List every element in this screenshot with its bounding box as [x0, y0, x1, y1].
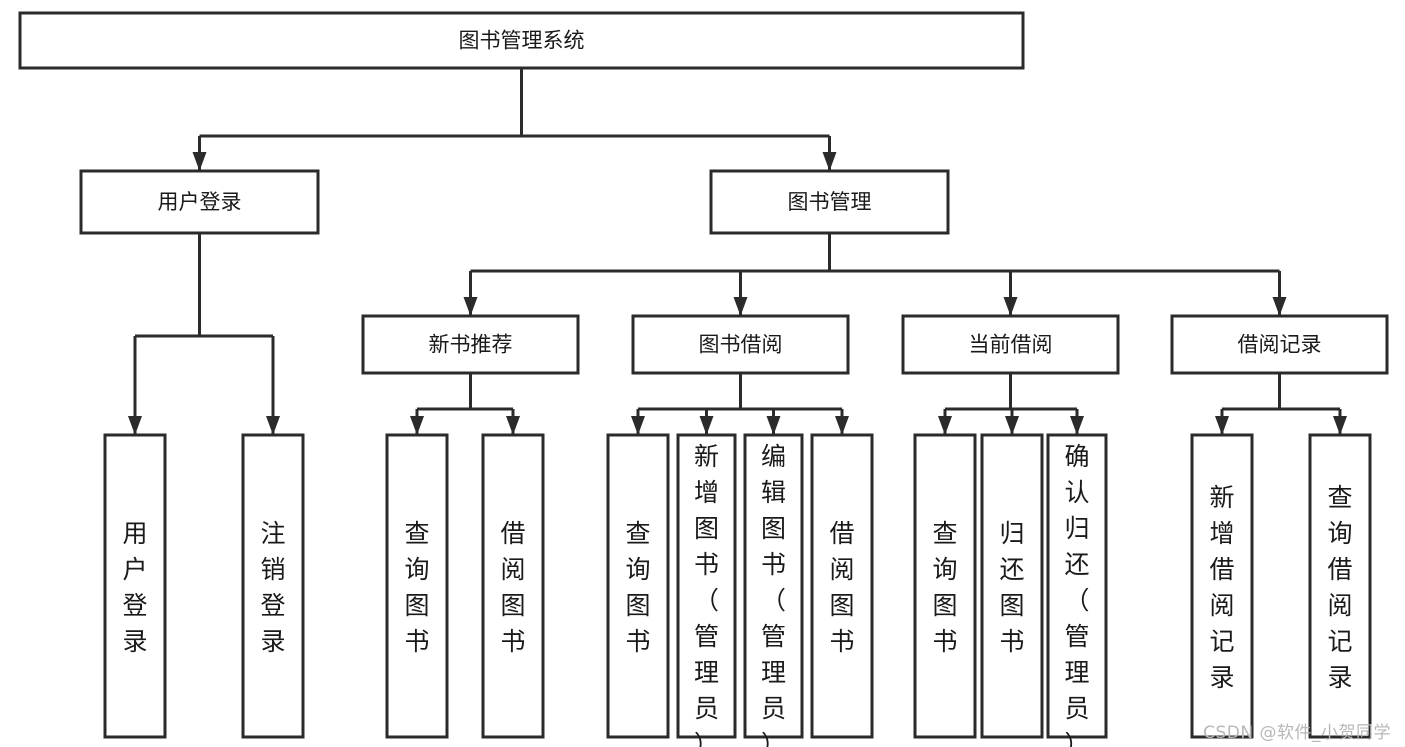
node-l_user_login[interactable]: 用户登录: [103, 433, 167, 739]
node-label-l_borrow_book_2: 借阅图书: [829, 519, 854, 656]
node-l_return_book[interactable]: 归还图书: [980, 433, 1044, 739]
node-box-n_borrow[interactable]: [631, 314, 850, 375]
node-box-l_add_book[interactable]: [676, 433, 737, 739]
node-box-l_query_book_3[interactable]: [913, 433, 977, 739]
node-box-l_confirm_return[interactable]: [1046, 433, 1108, 739]
connector-c_book_mgmt: [463, 233, 1287, 316]
node-n_current[interactable]: 当前借阅: [901, 314, 1120, 375]
node-label-n_records: 借阅记录: [1238, 333, 1322, 357]
node-box-n_current[interactable]: [901, 314, 1120, 375]
node-box-n_book_mgmt[interactable]: [709, 169, 950, 235]
node-l_query_book_2[interactable]: 查询图书: [606, 433, 670, 739]
connector-c_user_login: [128, 233, 280, 435]
node-l_borrow_book_2[interactable]: 借阅图书: [810, 433, 874, 739]
node-box-l_return_book[interactable]: [980, 433, 1044, 739]
node-label-l_edit_book: 编辑图书（管理员）: [761, 442, 786, 747]
nodes-layer: 图书管理系统用户登录图书管理新书推荐图书借阅当前借阅借阅记录用户登录注销登录查询…: [18, 11, 1389, 747]
node-label-l_query_book_2: 查询图书: [625, 519, 650, 656]
node-l_add_record[interactable]: 新增借阅记录: [1190, 433, 1254, 739]
node-l_borrow_book_1[interactable]: 借阅图书: [481, 433, 545, 739]
connector-c_new_rec: [410, 373, 520, 435]
node-label-l_query_book_3: 查询图书: [932, 519, 957, 656]
node-box-l_borrow_book_2[interactable]: [810, 433, 874, 739]
node-box-l_query_book_2[interactable]: [606, 433, 670, 739]
node-n_new_rec[interactable]: 新书推荐: [361, 314, 580, 375]
node-label-n_book_mgmt: 图书管理: [788, 190, 872, 214]
node-root[interactable]: 图书管理系统: [18, 11, 1025, 70]
node-label-n_user_login: 用户登录: [158, 190, 242, 214]
node-box-l_add_record[interactable]: [1190, 433, 1254, 739]
node-label-n_current: 当前借阅: [969, 333, 1053, 357]
node-box-n_user_login[interactable]: [79, 169, 320, 235]
node-box-n_records[interactable]: [1170, 314, 1389, 375]
node-n_borrow[interactable]: 图书借阅: [631, 314, 850, 375]
node-label-l_query_record: 查询借阅记录: [1327, 483, 1352, 692]
node-box-l_user_logout[interactable]: [241, 433, 305, 739]
node-label-l_query_book_1: 查询图书: [404, 519, 429, 656]
node-label-l_add_record: 新增借阅记录: [1209, 483, 1234, 692]
node-n_book_mgmt[interactable]: 图书管理: [709, 169, 950, 235]
connector-c_current: [938, 373, 1084, 435]
node-box-l_query_record[interactable]: [1308, 433, 1372, 739]
node-box-l_borrow_book_1[interactable]: [481, 433, 545, 739]
node-box-l_query_book_1[interactable]: [385, 433, 449, 739]
node-label-l_borrow_book_1: 借阅图书: [500, 519, 525, 656]
connector-c_records: [1215, 373, 1347, 435]
node-box-l_user_login[interactable]: [103, 433, 167, 739]
node-label-l_add_book: 新增图书（管理员）: [694, 442, 719, 747]
node-box-root[interactable]: [18, 11, 1025, 70]
node-l_query_record[interactable]: 查询借阅记录: [1308, 433, 1372, 739]
node-l_edit_book[interactable]: 编辑图书（管理员）: [743, 433, 804, 747]
node-l_user_logout[interactable]: 注销登录: [241, 433, 305, 739]
node-label-l_confirm_return: 确认归还（管理员）: [1064, 442, 1089, 747]
node-box-l_edit_book[interactable]: [743, 433, 804, 739]
node-l_confirm_return[interactable]: 确认归还（管理员）: [1046, 433, 1108, 747]
node-l_query_book_3[interactable]: 查询图书: [913, 433, 977, 739]
node-n_user_login[interactable]: 用户登录: [79, 169, 320, 235]
node-label-l_user_login: 用户登录: [122, 519, 147, 656]
node-label-l_user_logout: 注销登录: [260, 519, 285, 656]
node-label-n_new_rec: 新书推荐: [429, 333, 513, 357]
node-label-root: 图书管理系统: [459, 29, 585, 53]
node-label-n_borrow: 图书借阅: [699, 333, 783, 357]
node-l_add_book[interactable]: 新增图书（管理员）: [676, 433, 737, 747]
node-n_records[interactable]: 借阅记录: [1170, 314, 1389, 375]
node-l_query_book_1[interactable]: 查询图书: [385, 433, 449, 739]
connector-c_root: [192, 68, 837, 171]
node-box-n_new_rec[interactable]: [361, 314, 580, 375]
node-label-l_return_book: 归还图书: [999, 519, 1024, 656]
connector-c_borrow: [631, 373, 849, 435]
connector-lines-layer: [128, 68, 1347, 435]
